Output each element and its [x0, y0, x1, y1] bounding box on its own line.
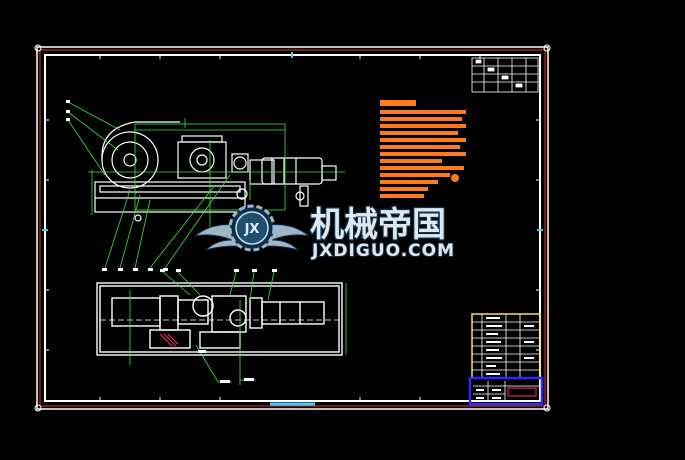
parts-list-table: [471, 313, 541, 379]
site-watermark: JX 机械帝国 JXDIGUO.COM: [194, 204, 455, 262]
watermark-name: 机械帝国: [310, 205, 446, 245]
plan-dimensions: [129, 271, 347, 385]
elevation-balloon-labels: [66, 100, 168, 271]
elevation-dimensions: [67, 101, 345, 269]
gear-logo-icon: JX: [228, 204, 276, 252]
plan-view[interactable]: [96, 282, 343, 356]
sheet-border: [34, 44, 551, 412]
plan-hatch: [159, 333, 179, 347]
frame-grid-ticks: [45, 55, 540, 401]
plan-balloon-labels: [160, 269, 277, 383]
watermark-site: JXDIGUO.COM: [311, 241, 455, 261]
logo-text: JX: [244, 222, 260, 237]
front-elevation-view[interactable]: [94, 121, 337, 222]
technical-notes: [380, 100, 466, 198]
revision-table: [471, 57, 539, 93]
title-block: [468, 376, 544, 406]
